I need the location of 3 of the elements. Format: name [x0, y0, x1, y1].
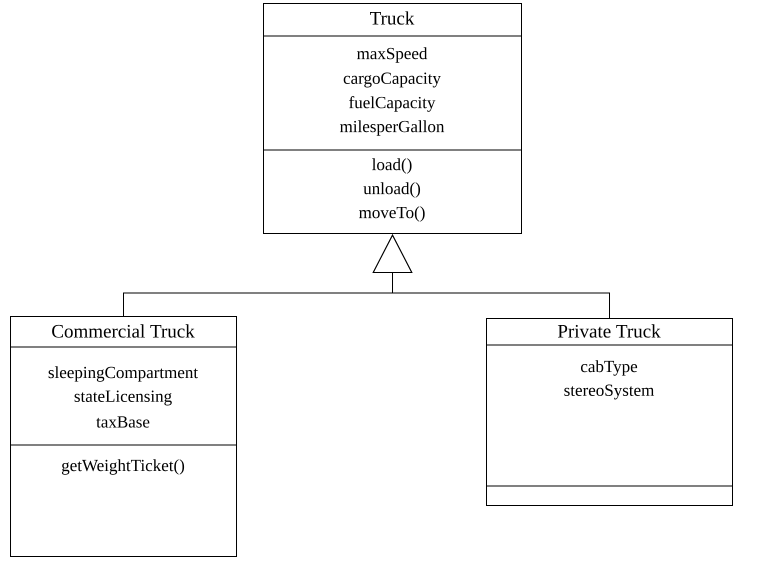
- class-box: Commercial Truck sleepingCompartment stateLicensing taxBase getWeightTicket(): [10, 316, 237, 557]
- class-box: Truck maxSpeed cargoCapacity fuelCapacity milesperGallon load() unload() moveTo(): [262, 3, 522, 234]
- class-box: Private Truck cabType stereoSystem: [486, 318, 733, 506]
